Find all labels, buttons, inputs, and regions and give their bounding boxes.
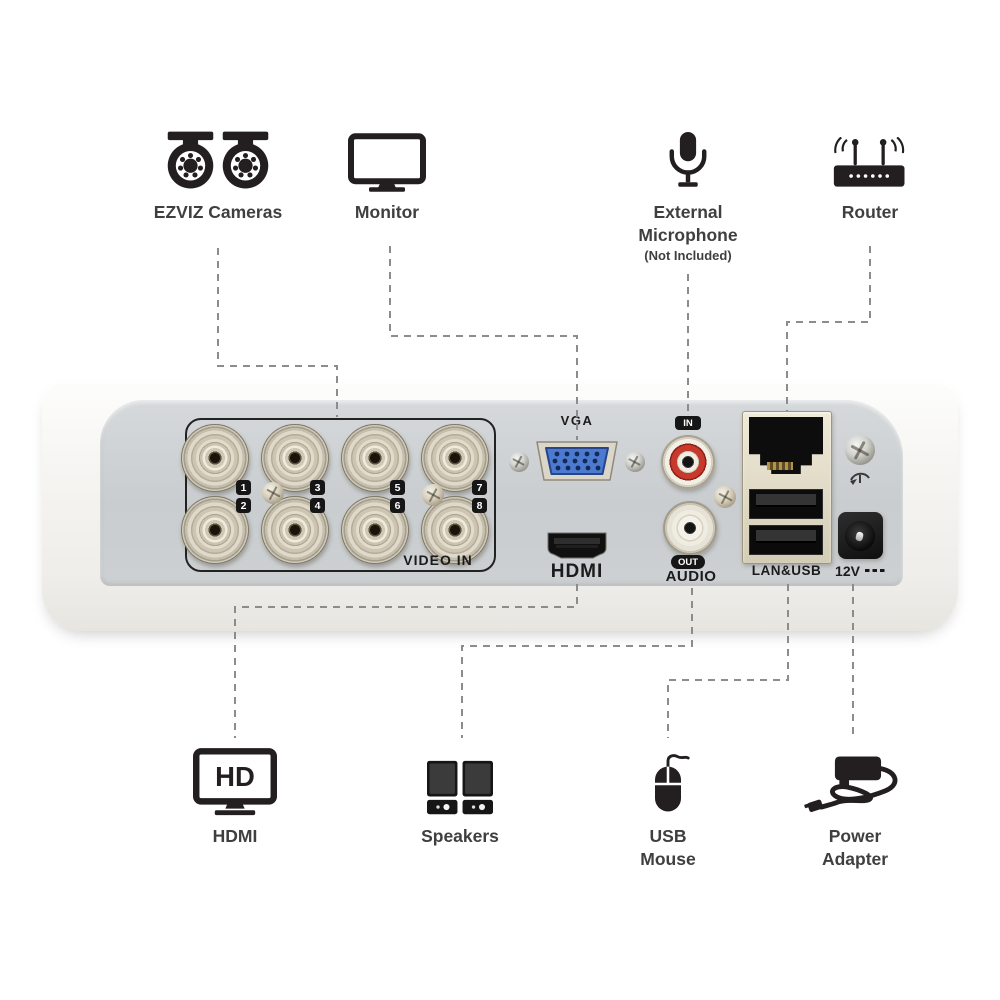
router-label: Router — [841, 202, 899, 222]
channel-badge-1: 1 — [236, 480, 251, 495]
usb-port — [749, 525, 823, 555]
screw — [509, 452, 529, 472]
power-voltage-label: 12V — [835, 563, 860, 579]
lan-usb-label: LAN&USB — [751, 563, 822, 578]
rca-audio-in-port — [661, 435, 715, 489]
dvr-back-panel: 1 2 3 4 5 6 7 8 VIDEO IN VGA — [100, 400, 903, 586]
microphone-label-line2: Microphone — [638, 225, 738, 246]
vga-label: VGA — [560, 413, 594, 428]
router-icon — [824, 118, 916, 192]
channel-badge-7: 7 — [472, 480, 487, 495]
speakers-item-label: Speakers — [421, 826, 499, 846]
video-in-label: VIDEO IN — [403, 552, 473, 568]
screw — [262, 482, 284, 504]
audio-out-badge: OUT — [671, 555, 705, 569]
channel-badge-4: 4 — [310, 498, 325, 513]
screw — [714, 486, 736, 508]
monitor-icon — [348, 118, 426, 192]
bottom-item-speakers: Speakers — [360, 742, 560, 848]
power-label-row: 12V — [822, 563, 898, 579]
top-item-microphone: External Microphone (Not Included) — [588, 118, 788, 263]
microphone-icon — [665, 118, 711, 192]
microphone-label-line1: External — [653, 202, 723, 222]
lan-port-contacts — [767, 462, 793, 470]
usb-mouse-label-line2: Mouse — [640, 849, 696, 870]
channel-badge-8: 8 — [472, 498, 487, 513]
channel-badge-6: 6 — [390, 498, 405, 513]
channel-badge-5: 5 — [390, 480, 405, 495]
usb-mouse-icon — [642, 742, 694, 816]
screw — [422, 484, 444, 506]
usb-mouse-label-line1: USB — [649, 826, 687, 846]
monitor-label: Monitor — [354, 202, 420, 222]
dc-symbol — [864, 566, 885, 572]
top-item-cameras: EZVIZ Cameras — [118, 118, 318, 224]
bottom-item-power-adapter: Power Adapter — [755, 742, 955, 871]
microphone-note: (Not Included) — [644, 248, 732, 264]
rca-audio-out-port — [663, 501, 717, 555]
ground-screw — [845, 435, 875, 465]
camera-pair-icon — [163, 118, 273, 192]
bottom-item-usb-mouse: USB Mouse — [568, 742, 768, 871]
video-in-outline — [185, 418, 496, 572]
hdmi-logo-label: HDMI — [550, 561, 604, 582]
ground-symbol — [848, 468, 872, 491]
dc-power-jack — [838, 512, 883, 559]
power-adapter-label-line1: Power — [828, 826, 882, 846]
audio-in-badge: IN — [675, 416, 701, 430]
power-adapter-icon — [799, 742, 911, 816]
lan-usb-block — [742, 411, 832, 564]
cameras-label: EZVIZ Cameras — [153, 202, 283, 222]
channel-badge-3: 3 — [310, 480, 325, 495]
audio-label: AUDIO — [665, 568, 717, 585]
vga-port — [531, 439, 623, 488]
bottom-item-hdmi: HD HDMI — [135, 742, 335, 848]
hdmi-port — [545, 531, 609, 566]
hd-monitor-icon: HD — [193, 742, 277, 816]
top-item-router: Router — [770, 118, 970, 224]
channel-badge-2: 2 — [236, 498, 251, 513]
power-adapter-label-line2: Adapter — [821, 849, 889, 870]
hd-icon-text: HD — [215, 761, 255, 792]
usb-port — [749, 489, 823, 519]
screw — [625, 452, 645, 472]
top-item-monitor: Monitor — [287, 118, 487, 224]
speakers-icon — [427, 742, 493, 816]
hdmi-item-label: HDMI — [212, 826, 258, 846]
